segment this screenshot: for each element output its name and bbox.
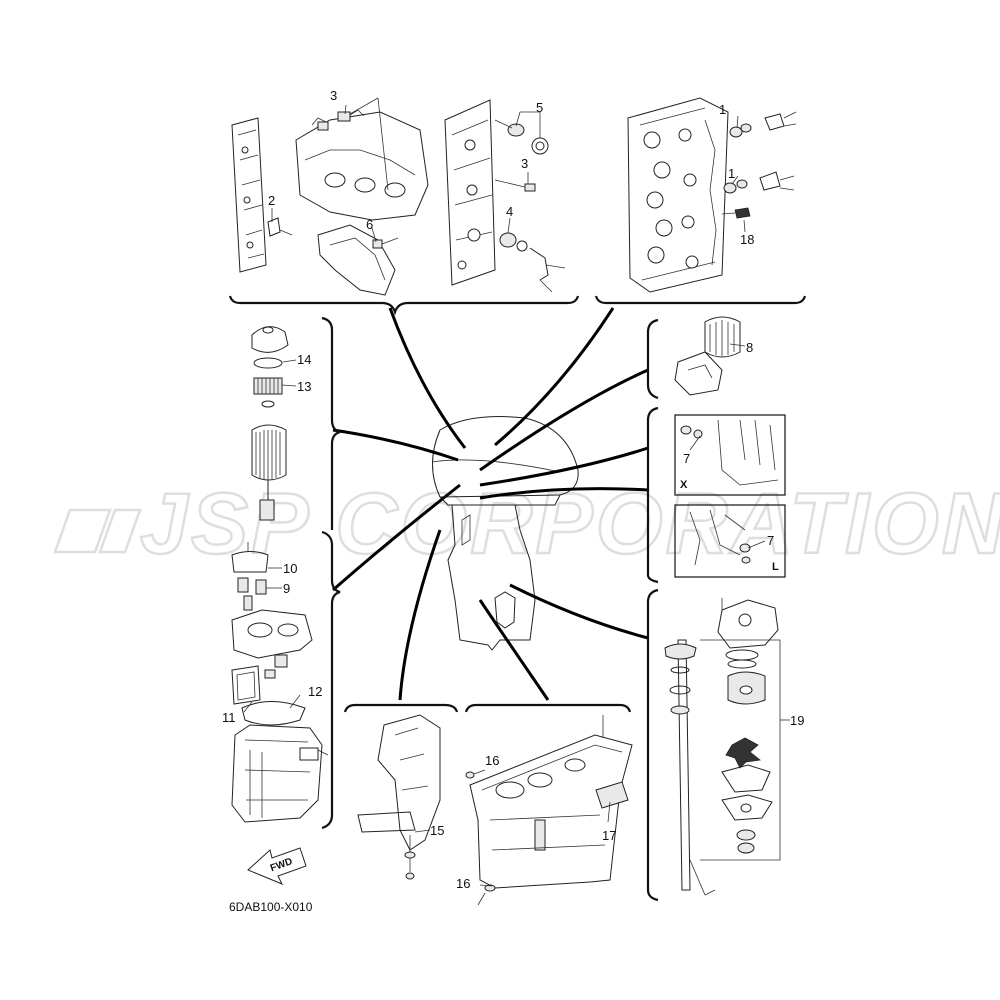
- callout-12: 12: [308, 684, 322, 699]
- right-lower-bracket: [646, 588, 659, 902]
- top-left-group: [231, 97, 429, 296]
- callout-13: 13: [297, 379, 311, 394]
- callout-14: 14: [297, 352, 311, 367]
- view-l-label: L: [772, 561, 779, 573]
- callout-15: 15: [430, 823, 444, 838]
- callout-19: 19: [790, 713, 804, 728]
- callout-17: 17: [602, 828, 616, 843]
- view-x-label: X: [680, 479, 688, 491]
- callout-10: 10: [283, 561, 297, 576]
- callout-leaders: [243, 104, 790, 887]
- fwd-arrow: FWD: [247, 847, 307, 885]
- callout-5: 5: [536, 100, 543, 115]
- watermark: JSP CORPORATION: [53, 475, 1000, 573]
- view-l-box: L: [674, 504, 786, 578]
- callout-9: 9: [283, 581, 290, 596]
- right-middle-bracket: [646, 406, 659, 584]
- callout-7-x: 7: [683, 451, 690, 466]
- bottom-left-middle-group: [357, 714, 441, 880]
- callout-2: 2: [268, 193, 275, 208]
- top-middle-group: [444, 99, 566, 293]
- right-top-bracket: [646, 318, 659, 400]
- callout-11: 11: [222, 710, 236, 725]
- bottom-left-bracket: [343, 703, 459, 713]
- callout-6: 6: [366, 217, 373, 232]
- oil-filter-group: [674, 316, 741, 396]
- callout-16-lower: 16: [456, 876, 470, 891]
- top-right-bracket: [594, 295, 807, 305]
- bottom-right-bracket: [464, 703, 632, 713]
- diagram-code: 6DAB100-X010: [229, 900, 313, 914]
- left-lower-bracket: [321, 530, 341, 830]
- left-column-parts: [231, 326, 329, 823]
- callout-7-l: 7: [767, 533, 774, 548]
- callout-16-upper: 16: [485, 753, 499, 768]
- top-right-group: [627, 97, 797, 293]
- callout-1-upper: 1: [719, 102, 726, 117]
- callout-numbers: 3 2 6 5 3 4 1 1 18 14 13 10 9 11 12 15 1…: [222, 88, 804, 891]
- top-left-bracket: [228, 295, 580, 316]
- callout-18: 18: [740, 232, 754, 247]
- callout-1-lower: 1: [728, 166, 735, 181]
- view-x-box: X: [674, 414, 786, 496]
- leader-lines: [332, 307, 649, 701]
- lower-unit-group: [465, 715, 633, 906]
- left-upper-bracket: [321, 316, 341, 530]
- water-pump-group: [664, 598, 781, 896]
- callout-3-right: 3: [521, 156, 528, 171]
- callout-3-left: 3: [330, 88, 337, 103]
- callout-4: 4: [506, 204, 513, 219]
- outboard-motor-outline: [431, 416, 579, 651]
- callout-8: 8: [746, 340, 753, 355]
